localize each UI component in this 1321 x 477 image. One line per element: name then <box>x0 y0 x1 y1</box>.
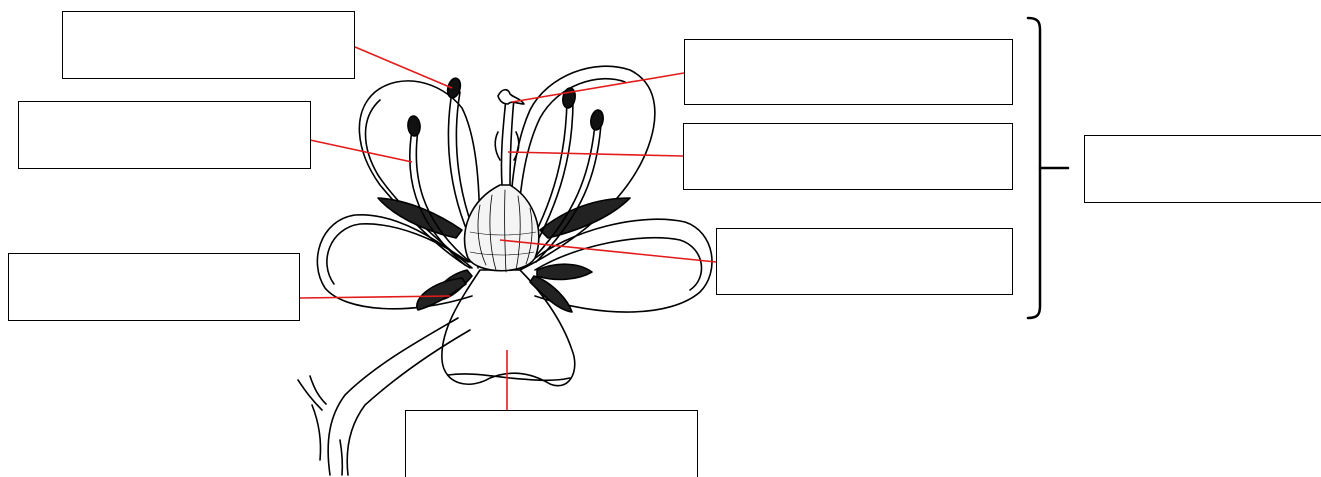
label-box-filament[interactable] <box>18 101 311 169</box>
label-box-anther[interactable] <box>62 11 355 79</box>
label-box-stigma[interactable] <box>684 39 1013 105</box>
sepals <box>377 197 631 313</box>
petal-front <box>441 269 576 387</box>
leader-line-anther <box>354 46 453 89</box>
pistil-bracket <box>1026 16 1070 320</box>
petal-right <box>529 218 713 313</box>
flower-drawing <box>297 65 713 476</box>
flower-stem <box>297 317 471 476</box>
label-box-sepal[interactable] <box>8 253 300 321</box>
petal-left <box>316 214 473 310</box>
label-box-ovary[interactable] <box>716 228 1013 295</box>
leader-lines <box>299 46 717 410</box>
label-box-style[interactable] <box>683 123 1013 190</box>
leader-line-ovary <box>499 239 717 263</box>
leader-line-filament <box>309 139 413 163</box>
label-box-petal[interactable] <box>405 410 698 477</box>
leader-line-sepal <box>299 295 451 299</box>
petal-upper-left <box>358 80 481 269</box>
label-box-pistil-group[interactable] <box>1084 135 1321 203</box>
leader-line-style <box>507 151 684 157</box>
ovary <box>463 184 540 273</box>
leader-line-stigma <box>511 72 685 103</box>
